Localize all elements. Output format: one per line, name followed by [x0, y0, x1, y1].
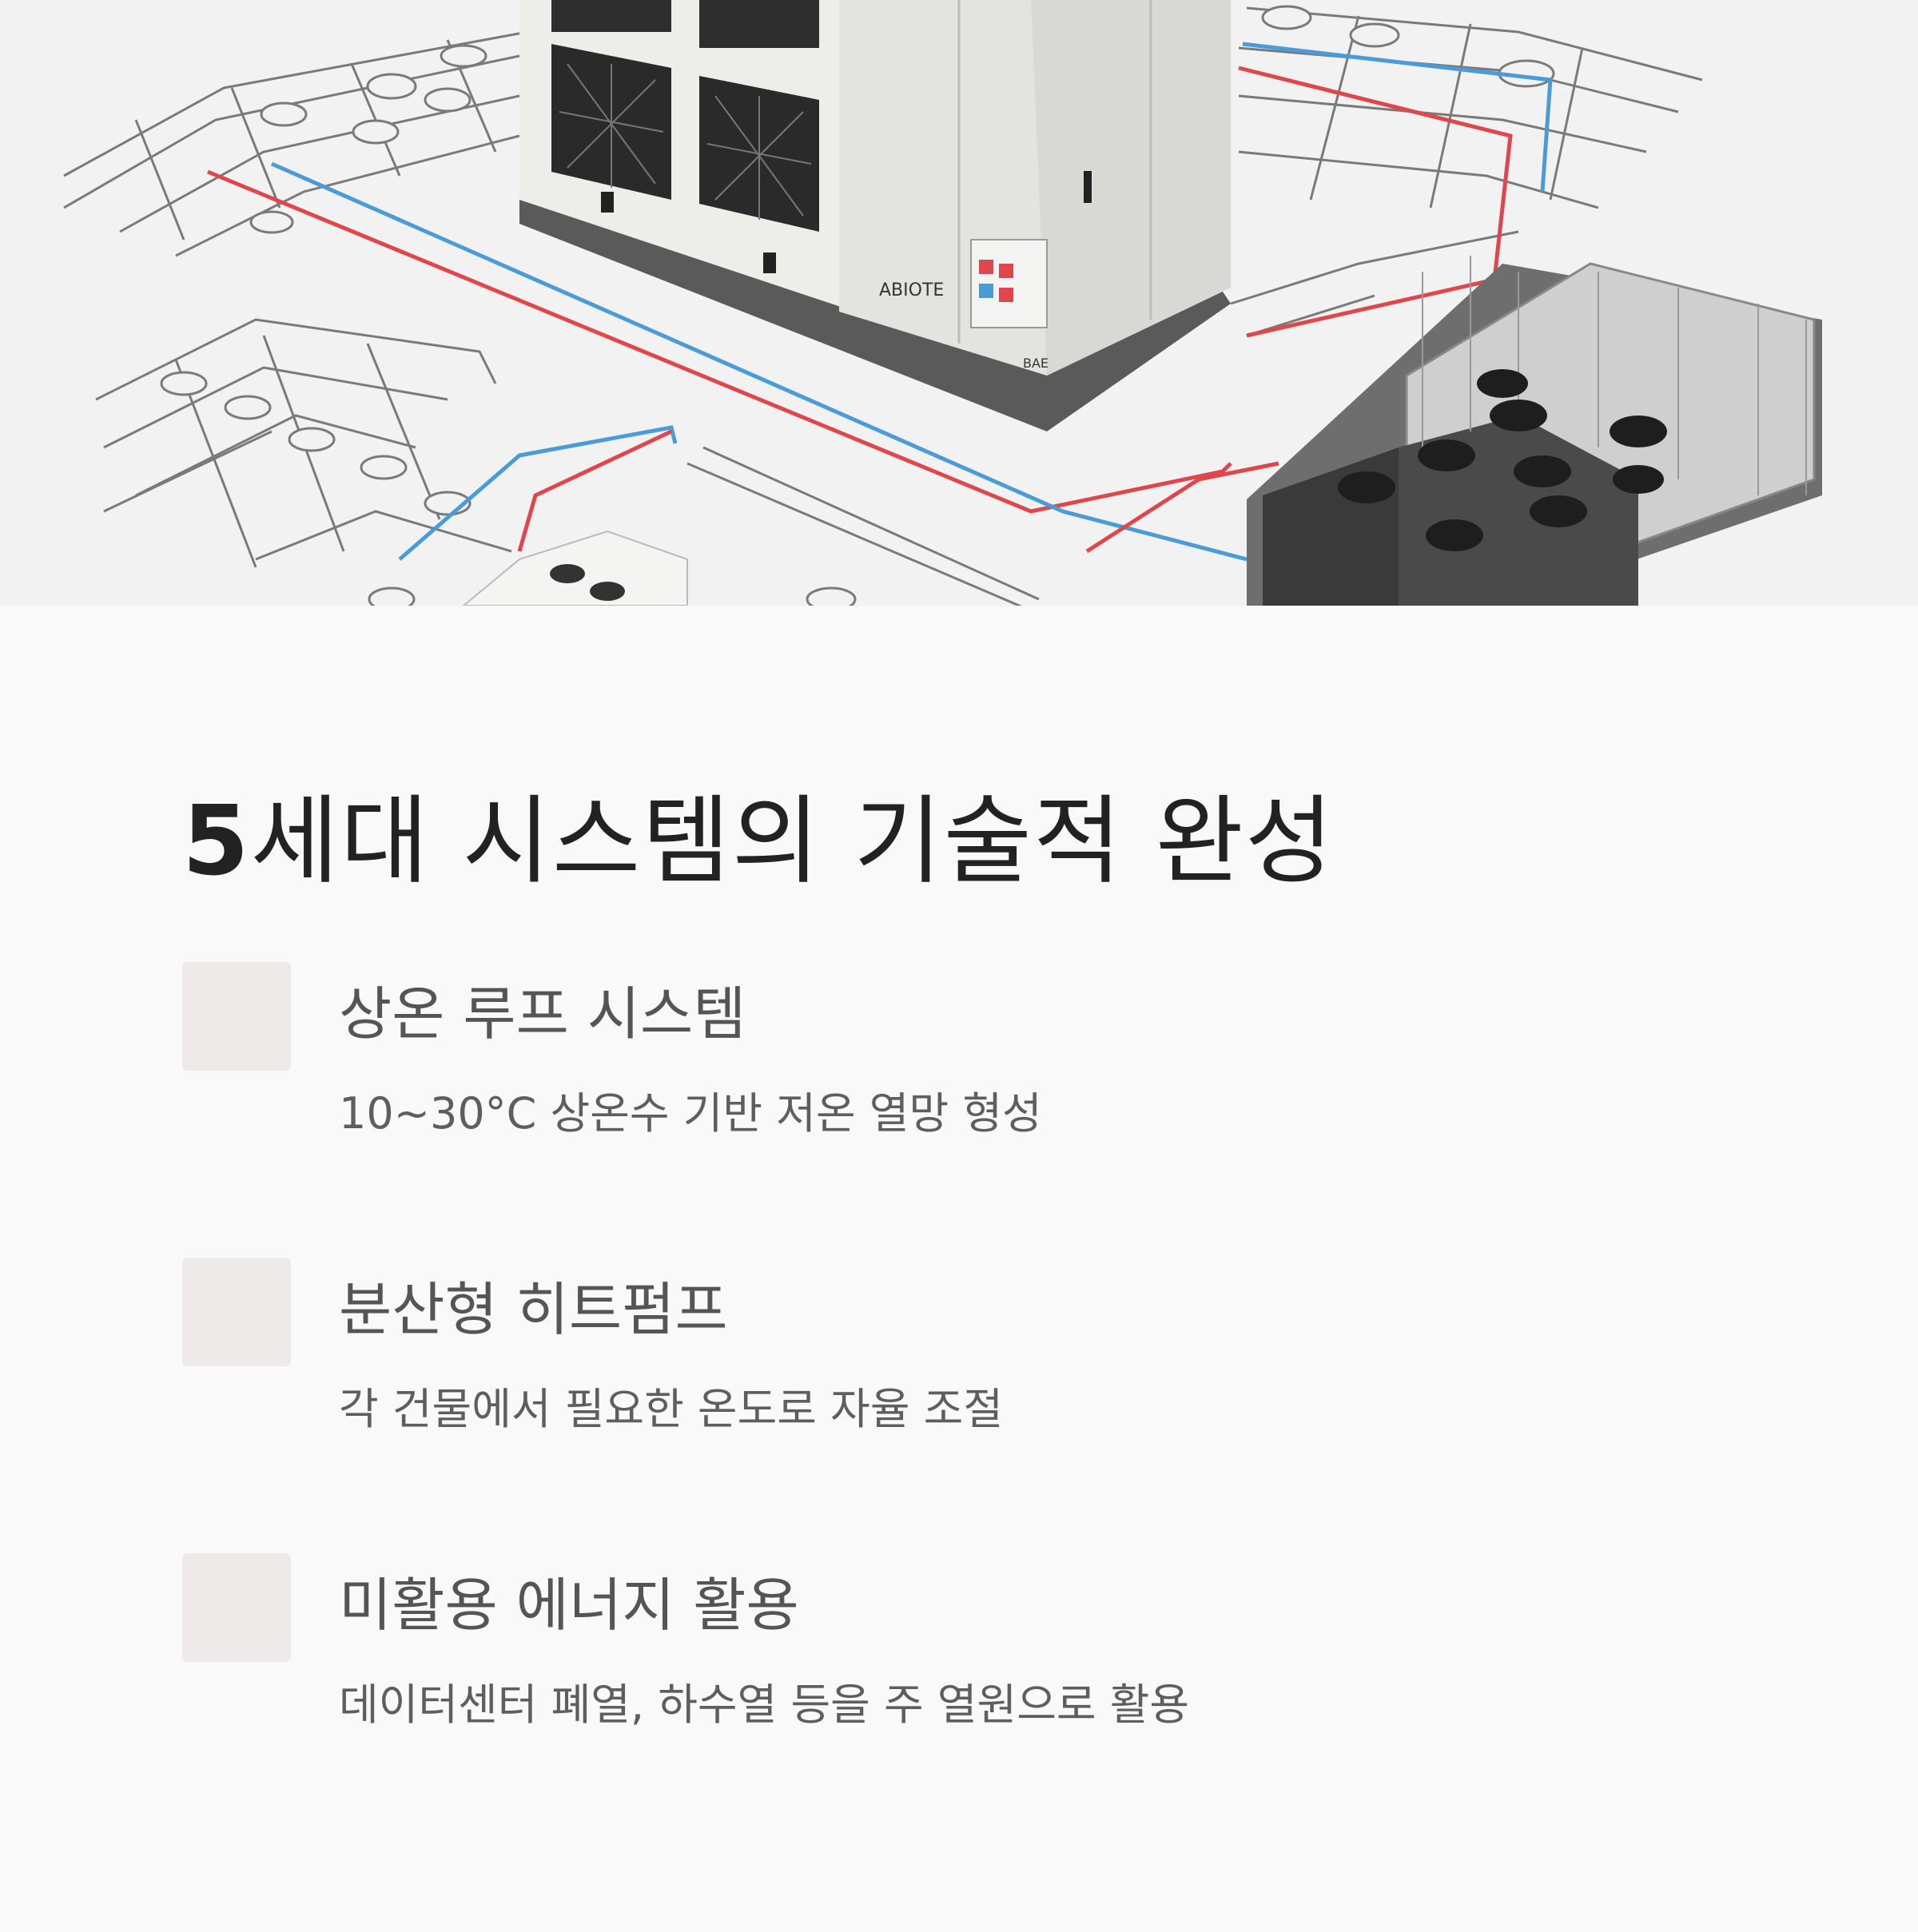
- title-number: 5: [182, 786, 251, 897]
- feature-title: 분산형 히트펌프: [339, 1276, 728, 1343]
- main-heat-pump-unit: ABIOTE BAE: [519, 0, 1231, 431]
- heat-pump-network-illustration: ABIOTE BAE: [63, 0, 1822, 606]
- feature-icon-box: [182, 962, 291, 1071]
- hero-illustration: ABIOTE BAE: [0, 0, 1918, 606]
- feature-title: 미활용 에너지 활용: [339, 1572, 799, 1639]
- floor-symbols: [160, 5, 1555, 606]
- feature-description: 각 건물에서 필요한 온도로 자율 조절: [339, 1384, 1004, 1434]
- feature-title: 상온 루프 시스템: [339, 980, 746, 1047]
- feature-description: 10~30°C 상온수 기반 저온 열망 형성: [339, 1088, 1042, 1139]
- indoor-unit: [462, 530, 688, 606]
- feature-icon-box: [182, 1553, 291, 1662]
- heat-pump-cluster: [1247, 256, 1822, 606]
- panel-label: BAE: [1023, 356, 1049, 371]
- pipe-network: [207, 42, 1553, 562]
- title-text: 세대 시스템의 기술적 완성: [250, 786, 1335, 897]
- feature-description: 데이터센터 폐열, 하수열 등을 주 열원으로 활용: [339, 1680, 1190, 1730]
- section-title: 5세대 시스템의 기술적 완성: [182, 787, 1335, 897]
- feature-icon-box: [182, 1258, 291, 1366]
- unit-label: ABIOTE: [879, 280, 944, 300]
